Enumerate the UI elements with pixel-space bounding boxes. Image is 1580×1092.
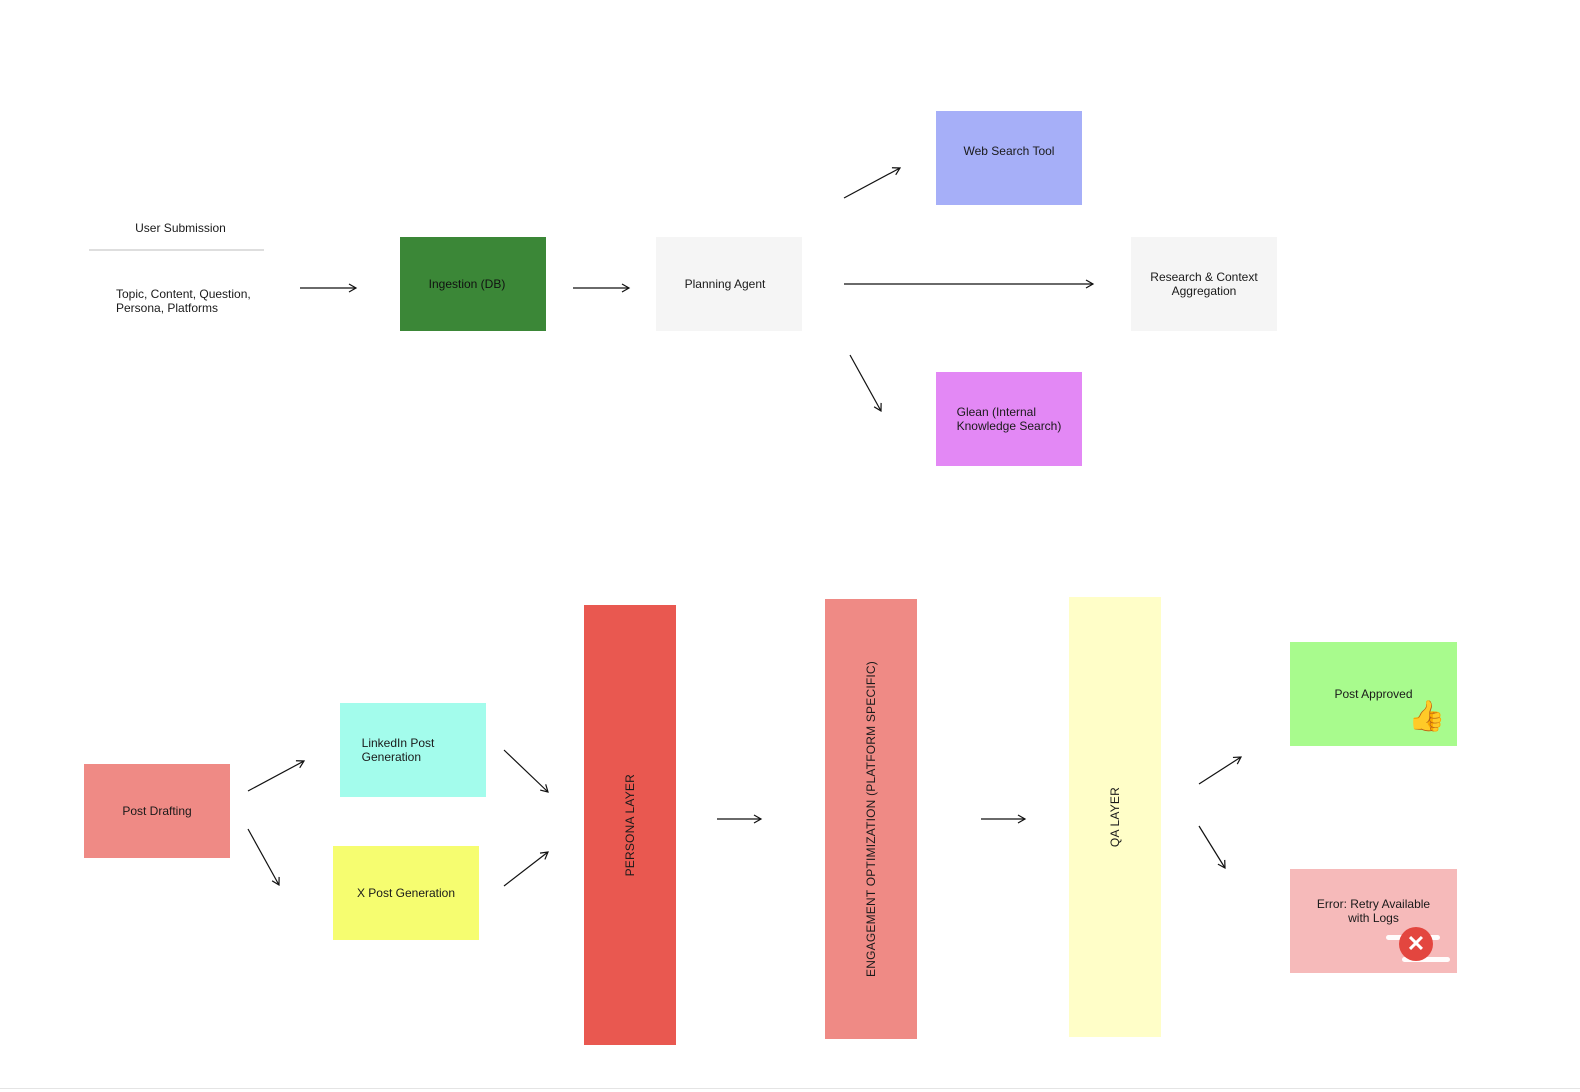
web-search-tool-label: Web Search Tool [963, 144, 1055, 158]
arrow-planning-to-web-search [843, 167, 902, 199]
arrow-drafting-to-x [247, 828, 280, 887]
arrow-qa-to-error [1198, 825, 1226, 870]
qa-layer-node[interactable]: QA LAYER [1069, 597, 1161, 1037]
thumbs-up-icon: 👍 [1408, 700, 1446, 733]
post-drafting-node[interactable]: Post Drafting [84, 764, 230, 858]
error-x-icon: ✕ [1399, 927, 1433, 961]
planning-agent-node[interactable]: Planning Agent [656, 237, 802, 331]
glean-label: Glean (Internal Knowledge Search) [956, 405, 1062, 433]
research-aggregation-label: Research & Context Aggregation [1150, 270, 1258, 298]
qa-layer-label: QA LAYER [1108, 786, 1122, 848]
persona-layer-label: PERSONA LAYER [623, 773, 637, 877]
linkedin-post-generation-node[interactable]: LinkedIn Post Generation [340, 703, 486, 797]
linkedin-post-generation-label: LinkedIn Post Generation [361, 736, 435, 764]
glean-node[interactable]: Glean (Internal Knowledge Search) [936, 372, 1082, 466]
user-submission-title: User Submission [135, 221, 226, 235]
post-approved-node[interactable]: Post Approved 👍 [1290, 642, 1457, 746]
error-retry-node[interactable]: Error: Retry Available with Logs ✕ [1290, 869, 1457, 973]
engagement-optimization-label: ENGAGEMENT OPTIMIZATION (PLATFORM SPECIF… [864, 661, 878, 977]
ingestion-db-label: Ingestion (DB) [428, 277, 506, 291]
user-submission-fields: Topic, Content, Question, Persona, Platf… [116, 287, 251, 315]
arrow-qa-to-approved [1198, 756, 1243, 785]
arrow-linkedin-to-persona [503, 749, 549, 793]
post-drafting-label: Post Drafting [122, 804, 192, 818]
x-post-generation-label: X Post Generation [356, 886, 456, 900]
arrow-planning-to-glean [849, 354, 882, 413]
arrow-drafting-to-linkedin [247, 760, 306, 792]
error-retry-label: Error: Retry Available with Logs [1316, 897, 1431, 925]
planning-agent-label: Planning Agent [684, 277, 766, 291]
persona-layer-node[interactable]: PERSONA LAYER [584, 605, 676, 1045]
arrow-x-to-persona [503, 851, 549, 887]
log-line-decoration [1402, 957, 1450, 962]
canvas-bottom-edge [0, 1088, 1580, 1089]
research-aggregation-node[interactable]: Research & Context Aggregation [1131, 237, 1277, 331]
engagement-optimization-node[interactable]: ENGAGEMENT OPTIMIZATION (PLATFORM SPECIF… [825, 599, 917, 1039]
post-approved-label: Post Approved [1334, 687, 1413, 701]
ingestion-db-node[interactable]: Ingestion (DB) [400, 237, 546, 331]
web-search-tool-node[interactable]: Web Search Tool [936, 111, 1082, 205]
x-post-generation-node[interactable]: X Post Generation [333, 846, 479, 940]
